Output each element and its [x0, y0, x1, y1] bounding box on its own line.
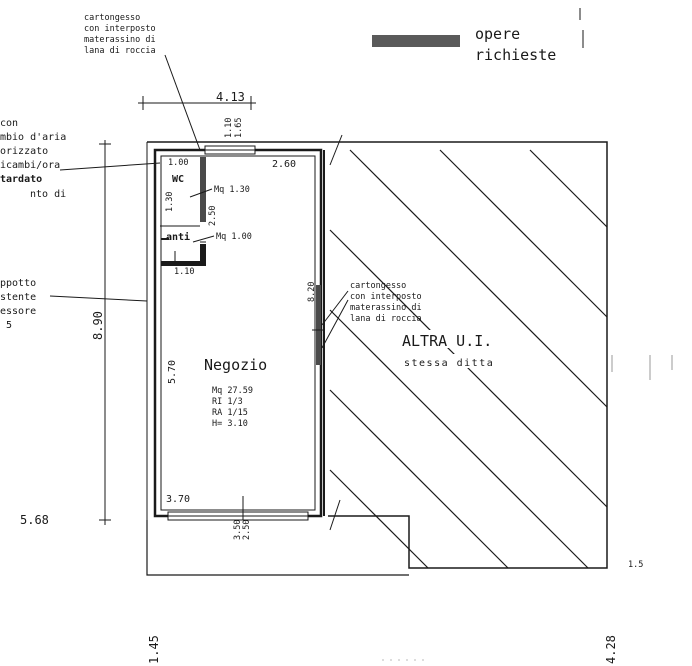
note-right-4: lana di roccia — [350, 314, 422, 324]
dim-anti-w110: 1.10 — [174, 267, 194, 277]
dim-small-165: 1.65 — [234, 118, 244, 138]
anti-label: anti — [166, 231, 190, 243]
dim-right-15: 1.5 — [628, 560, 643, 570]
note-right-1: cartongesso — [350, 281, 406, 291]
dim-bottom-350: 3.50 — [233, 520, 243, 540]
dim-bottom-145: 1.45 — [147, 635, 161, 664]
dim-small-110: 1.10 — [224, 118, 234, 138]
dim-wc-h130: 1.30 — [165, 192, 175, 212]
wc-area: Mq 1.30 — [214, 185, 250, 195]
note-left-b3: essore — [0, 306, 36, 317]
anti-area: Mq 1.00 — [216, 232, 252, 242]
dim-width-260: 2.60 — [272, 159, 296, 170]
shop-mq: Mq 27.59 — [212, 386, 253, 396]
shop-ri: RI 1/3 — [212, 397, 243, 407]
note-top-2: con interposto — [84, 24, 156, 34]
dim-top-width: 4.13 — [216, 90, 245, 104]
legend-label-1: opere — [475, 25, 520, 43]
dim-bottom-250: 2.50 — [242, 520, 252, 540]
shop-ra: RA 1/15 — [212, 408, 248, 418]
dim-left-568: 5.68 — [20, 513, 49, 527]
note-top-4: lana di roccia — [84, 46, 156, 56]
note-top-3: materassino di — [84, 35, 156, 45]
note-left-a2: mbio d'aria — [0, 132, 66, 143]
note-left-a6: nto di — [30, 189, 66, 200]
wc-label: WC — [172, 174, 184, 185]
dim-wc-h250: 2.50 — [208, 206, 218, 226]
partition-new-wall — [316, 285, 321, 365]
dim-height-820: 8.20 — [307, 282, 317, 302]
note-right-2: con interposto — [350, 292, 422, 302]
note-left-a1: con — [0, 118, 18, 129]
dim-right-428: 4.28 — [604, 635, 618, 664]
note-left-a3: orizzato — [0, 146, 48, 157]
shop-label: Negozio — [204, 356, 267, 374]
note-left-b2: stente — [0, 292, 36, 303]
dim-height-570: 5.70 — [167, 360, 178, 384]
note-left-a4: icambi/ora — [0, 160, 60, 171]
shop-h: H= 3.10 — [212, 419, 248, 429]
note-right-3: materassino di — [350, 303, 422, 313]
other-unit-label: ALTRA U.I. — [402, 332, 492, 350]
note-top-1: cartongesso — [84, 13, 140, 23]
other-unit-sub: stessa ditta — [404, 358, 494, 369]
legend-swatch — [372, 35, 460, 47]
dim-bottom-370: 3.70 — [166, 494, 190, 505]
note-left-b4: 5 — [6, 320, 12, 331]
dim-wc-width: 1.00 — [168, 158, 188, 168]
legend-label-2: richieste — [475, 46, 556, 64]
note-left-a5: tardato — [0, 174, 42, 185]
other-unit-hatch — [329, 149, 608, 569]
wc-new-wall — [200, 157, 206, 222]
dim-left-890: 8.90 — [91, 311, 105, 340]
note-left-b1: ppotto — [0, 278, 36, 289]
